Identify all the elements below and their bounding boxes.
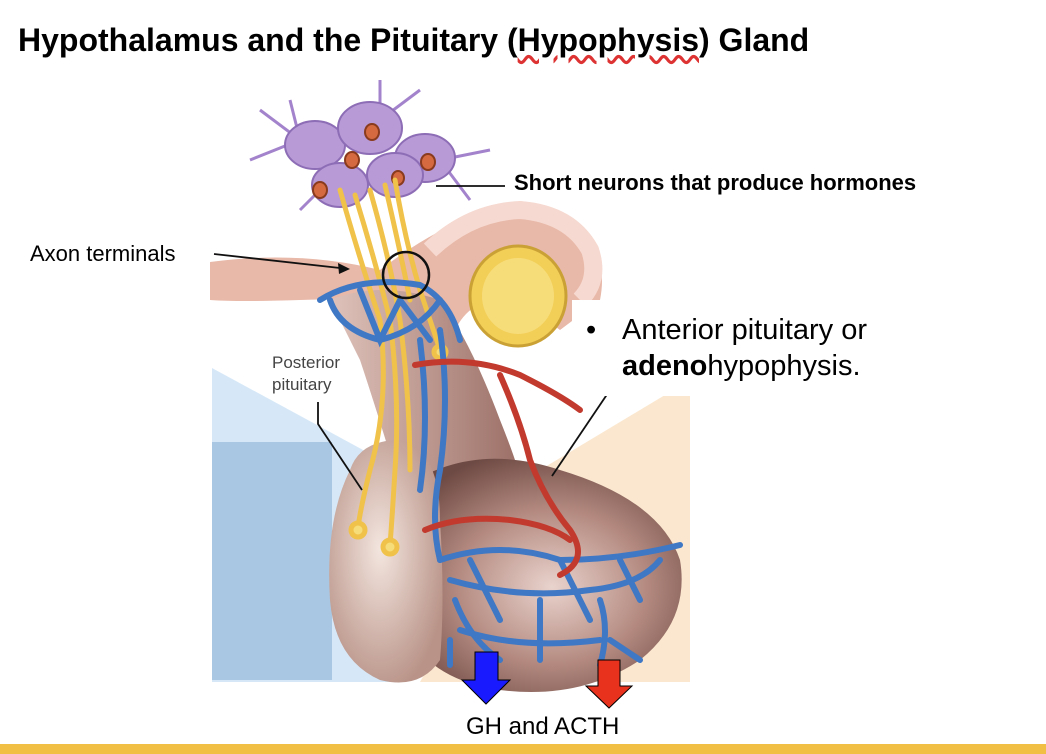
neuron-cell-bodies	[249, 80, 491, 212]
red-down-arrow-icon	[584, 659, 634, 709]
label-gh-acth: GH and ACTH	[466, 713, 620, 740]
posterior-pituitary-lobe	[329, 440, 443, 683]
leader-lines	[213, 185, 611, 491]
anterior-rest: hypophysis.	[707, 350, 861, 382]
highlight-circle	[381, 250, 431, 300]
bullet-backdrop	[572, 300, 952, 396]
label-short-neurons: Short neurons that produce hormones	[510, 170, 921, 196]
blue-down-arrow-icon	[460, 651, 512, 705]
label-posterior-pituitary: Posterior pituitary	[272, 353, 341, 394]
label-axon-terminals: Axon terminals	[30, 241, 176, 266]
accent-bar	[0, 744, 1046, 754]
arteries-red	[412, 358, 583, 578]
portal-vessels-blue	[317, 279, 683, 668]
anterior-line1: Anterior pituitary or	[622, 314, 867, 346]
anterior-bold-prefix: adeno	[622, 350, 708, 382]
page-title: Hypothalamus and the Pituitary (Hypophys…	[18, 22, 810, 58]
bullet-dot: •	[586, 314, 597, 346]
title-underlined-word: Hypophysis	[517, 22, 699, 58]
